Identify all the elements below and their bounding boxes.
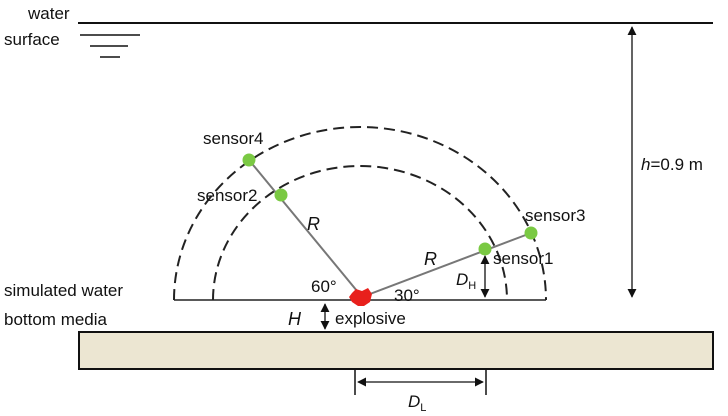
rod-right	[361, 232, 532, 298]
radius-label-right: R	[424, 249, 437, 269]
explosive-icon	[349, 288, 372, 306]
dl-symbol: D	[408, 392, 420, 411]
sensor3-dot	[524, 226, 538, 240]
media-label-line1: simulated water	[4, 281, 123, 300]
dh-symbol: D	[456, 270, 468, 289]
h-label: H	[288, 309, 302, 329]
dh-subscript: H	[468, 280, 476, 292]
depth-value: =0.9 m	[650, 155, 702, 174]
sensor2-dot	[274, 188, 288, 202]
sensor1-label: sensor1	[493, 249, 553, 268]
water-surface-label-line2: surface	[4, 30, 60, 49]
explosive-label: explosive	[335, 309, 406, 328]
sensor4-label: sensor4	[203, 129, 263, 148]
dh-label: DH	[456, 270, 476, 292]
sensor4-dot	[242, 153, 256, 167]
sensor3-label: sensor3	[525, 206, 585, 225]
outer-dashed-arc	[173, 126, 547, 301]
dl-subscript: L	[420, 402, 426, 414]
sensor2-label: sensor2	[197, 186, 257, 205]
radius-label-left: R	[307, 214, 320, 234]
media-label-line2: bottom media	[4, 310, 108, 329]
angle-label-60: 60°	[311, 277, 337, 296]
water-surface-symbol	[80, 34, 140, 58]
depth-label: h=0.9 m	[641, 155, 703, 174]
dl-label: DL	[408, 392, 426, 414]
rod-left	[248, 159, 363, 298]
water-surface-label-line1: water	[27, 4, 70, 23]
bottom-media-block	[78, 331, 714, 370]
angle-label-30: 30°	[394, 286, 420, 305]
depth-symbol: h	[641, 155, 650, 174]
sensor1-dot	[478, 242, 492, 256]
inner-dashed-arc	[212, 165, 508, 301]
